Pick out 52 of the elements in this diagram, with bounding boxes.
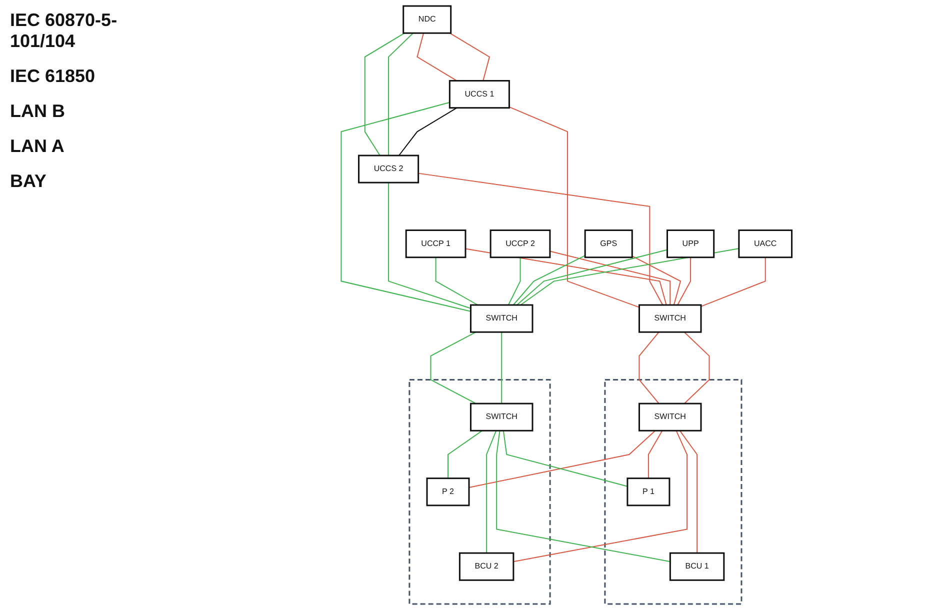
connector xyxy=(388,182,471,309)
node-box: SWITCH xyxy=(470,402,534,432)
network-label: LAN A xyxy=(10,136,66,157)
connector xyxy=(700,257,766,307)
node-box: UCCS 1 xyxy=(448,80,510,109)
connector xyxy=(416,32,458,82)
node-box: SWITCH xyxy=(638,402,702,432)
connector xyxy=(388,32,414,156)
connector xyxy=(516,249,668,306)
connector xyxy=(364,32,405,156)
node-box: GPS xyxy=(584,230,633,258)
node-box: UCCS 2 xyxy=(358,154,420,184)
connector xyxy=(677,257,692,306)
node-box: P 2 xyxy=(426,478,470,506)
connector xyxy=(468,430,656,488)
node-box: UPP xyxy=(666,230,715,258)
node-box: BCU 1 xyxy=(669,552,725,581)
network-label: BAY xyxy=(10,171,48,192)
network-label: IEC 60870-5-101/104 xyxy=(10,10,118,52)
cluster xyxy=(604,379,742,605)
node-box: NDC xyxy=(402,5,452,34)
connector xyxy=(679,430,698,554)
connector xyxy=(638,332,660,404)
connector xyxy=(501,332,502,404)
connector xyxy=(502,430,628,487)
connector xyxy=(648,430,663,478)
connector xyxy=(512,255,586,306)
node-box: UACC xyxy=(738,230,793,258)
cluster xyxy=(408,379,551,605)
connector xyxy=(418,172,664,306)
node-box: SWITCH xyxy=(470,304,534,333)
node-box: P 1 xyxy=(626,478,670,506)
connector xyxy=(496,430,670,562)
connector xyxy=(340,102,471,312)
connector xyxy=(632,256,682,306)
node-box: BCU 2 xyxy=(458,552,514,581)
node-box: UCCP 1 xyxy=(405,230,466,258)
connector xyxy=(509,106,640,308)
connector xyxy=(398,107,458,156)
network-label: LAN B xyxy=(10,101,66,122)
node-box: UCCP 2 xyxy=(490,230,551,258)
network-label: IEC 61850 xyxy=(10,66,96,87)
connector xyxy=(449,32,490,81)
connector xyxy=(513,430,688,562)
connector xyxy=(508,257,521,306)
connector xyxy=(435,257,478,306)
connector xyxy=(684,332,710,404)
connector xyxy=(448,430,482,478)
node-box: SWITCH xyxy=(638,304,702,333)
connector xyxy=(486,430,497,554)
connector xyxy=(430,332,476,404)
connector xyxy=(550,250,671,305)
